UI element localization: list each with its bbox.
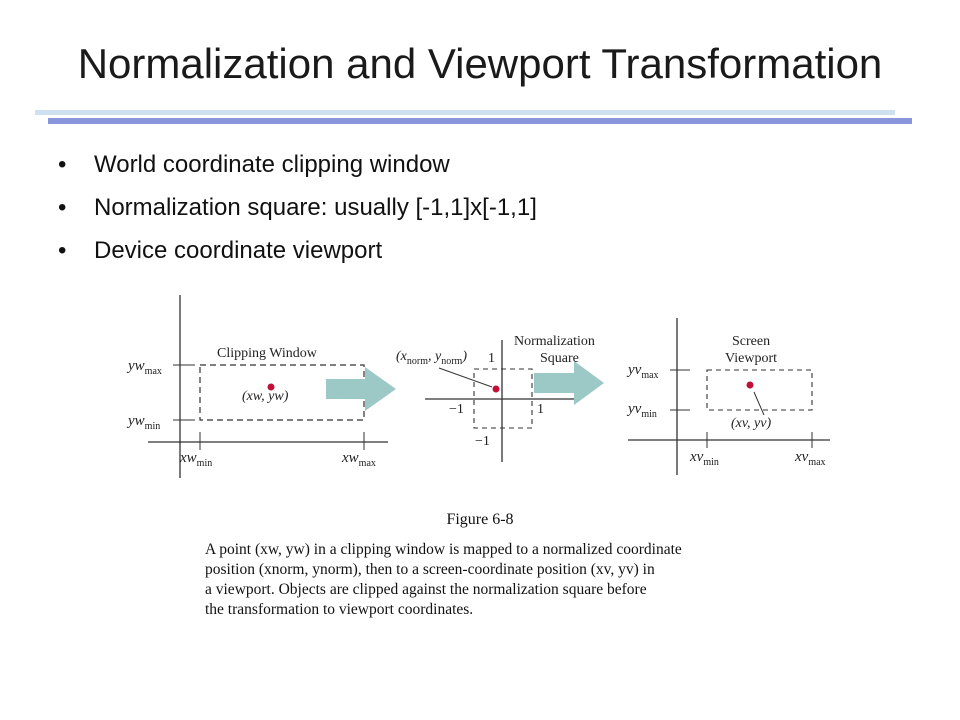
transform-arrow-1 [326, 367, 396, 411]
normalization-square-label-1: Normalization [514, 334, 595, 349]
bullet-text: Device coordinate viewport [94, 237, 383, 264]
bullet-item: • Normalization square: usually [-1,1]x[-… [58, 193, 537, 236]
bullet-item: • Device coordinate viewport [58, 236, 537, 279]
bullet-icon: • [58, 151, 67, 178]
normalization-square-panel: (xnorm, ynorm) Normalization Square 1 1 … [396, 334, 595, 462]
tick-label-left: −1 [449, 402, 464, 417]
viewport-point-label: (xv, yv) [731, 416, 771, 431]
ywmax-label: ywmax [126, 358, 162, 377]
xvmax-label: xvmax [794, 449, 826, 468]
xwmin-label: xwmin [179, 450, 212, 469]
clipping-window-panel: Clipping Window (xw, yw) ywmax ywmin xwm… [126, 295, 388, 478]
xwmax-label: xwmax [341, 450, 376, 469]
bullet-icon: • [58, 237, 67, 264]
screen-viewport-rect [706, 369, 813, 411]
normalization-square-rect [473, 368, 533, 429]
xvmin-label: xvmin [689, 449, 719, 468]
bullet-list: • World coordinate clipping window • Norma… [58, 150, 537, 279]
normalized-point-label: (xnorm, ynorm) [396, 349, 467, 367]
bullet-text: Normalization square: usually [-1,1]x[-1… [94, 194, 537, 221]
clipping-window-label: Clipping Window [217, 346, 318, 361]
title-divider-dark [48, 118, 912, 124]
bullet-item: • World coordinate clipping window [58, 150, 537, 193]
figure-number: Figure 6-8 [446, 511, 514, 528]
viewport-point-leader [753, 391, 765, 416]
normalized-point [492, 385, 500, 393]
bullet-text: World coordinate clipping window [94, 151, 450, 178]
transform-arrow-2 [534, 361, 604, 405]
ywmin-label: ywmin [126, 413, 160, 432]
caption-line: position (xnorm, ynorm), then to a scree… [205, 561, 655, 578]
screen-viewport-label-1: Screen [732, 334, 770, 349]
yvmin-label: yvmin [626, 401, 657, 420]
tick-label-bottom: −1 [475, 434, 490, 449]
viewport-point [746, 381, 754, 389]
normalization-square-label-2: Square [540, 351, 579, 366]
caption-line: A point (xw, yw) in a clipping window is… [205, 541, 682, 558]
world-point-label: (xw, yw) [242, 389, 289, 404]
yvmax-label: yvmax [626, 362, 659, 381]
screen-viewport-panel: Screen Viewport (xv, yv) yvmax yvmin xvm… [626, 318, 830, 475]
caption-line: the transformation to viewport coordinat… [205, 601, 474, 618]
caption-line: a viewport. Objects are clipped against … [205, 581, 647, 598]
slide-title: Normalization and Viewport Transformatio… [77, 40, 883, 87]
tick-label-top: 1 [488, 351, 495, 366]
normalized-point-leader [438, 367, 493, 388]
tick-label-right: 1 [537, 402, 544, 417]
bullet-icon: • [58, 194, 67, 221]
screen-viewport-label-2: Viewport [725, 351, 777, 366]
title-divider-light [35, 110, 895, 115]
world-point [267, 383, 275, 391]
